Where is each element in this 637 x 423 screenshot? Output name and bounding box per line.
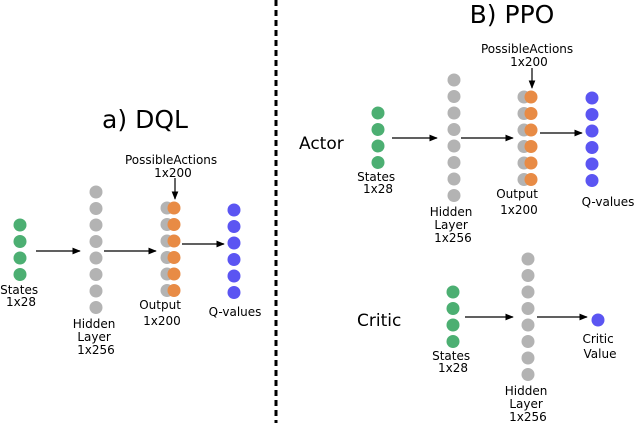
hidden-node (447, 90, 461, 103)
state-node (446, 318, 460, 332)
dql-qvalues-label: Q-values (209, 305, 262, 319)
actor-hidden-label: Hidden Layer 1x256 (430, 205, 476, 245)
state-node (446, 335, 460, 348)
actor-output-label: Output 1x200 (496, 187, 542, 217)
hidden-node (521, 368, 535, 381)
actor-qvalues-column (585, 91, 599, 187)
hidden-node (89, 218, 103, 232)
hidden-node (447, 123, 461, 136)
action-node (524, 123, 538, 137)
hidden-node (521, 351, 535, 365)
actor-states-label: States 1x28 (357, 170, 399, 196)
qvalue-node (227, 286, 241, 299)
qvalue-node (585, 174, 599, 187)
qvalue-node (227, 220, 241, 233)
critic-value-label: Critic Value (582, 332, 617, 361)
state-node (371, 156, 385, 169)
dql-possible-actions-label: PossibleActions 1x200 (125, 153, 221, 180)
hidden-node (447, 73, 461, 87)
state-node (371, 106, 385, 120)
actor-hidden-column (447, 73, 461, 202)
qvalue-node (227, 269, 241, 283)
critic-hidden-label: Hidden Layer 1x256 (505, 384, 551, 423)
dql-qvalues-column (227, 203, 241, 299)
hidden-node (89, 284, 103, 298)
hidden-node (521, 318, 535, 332)
hidden-node (89, 251, 103, 265)
hidden-node (447, 189, 461, 202)
actor-possible-actions-label: PossibleActions 1x200 (481, 42, 577, 69)
ppo-title: B) PPO (470, 0, 555, 29)
hidden-node (89, 185, 103, 199)
hidden-node (447, 172, 461, 186)
state-node (371, 123, 385, 136)
action-node (167, 251, 181, 264)
critic-states-label: States 1x28 (432, 349, 474, 375)
dql-states-column (13, 218, 27, 281)
critic-hidden-column (521, 252, 535, 381)
state-node (13, 268, 27, 281)
actor-qvalues-label: Q-values (582, 195, 635, 209)
state-node (446, 302, 460, 315)
critic-label: Critic (357, 311, 401, 331)
qvalue-node (227, 253, 241, 266)
actor-output-column (517, 90, 538, 186)
action-node (524, 140, 538, 153)
state-node (13, 235, 27, 248)
action-node (167, 234, 181, 248)
dql-states-label: States 1x28 (0, 283, 42, 309)
hidden-node (89, 235, 103, 248)
hidden-node (521, 285, 535, 299)
action-node (524, 90, 538, 104)
hidden-node (89, 301, 103, 314)
action-node (524, 107, 538, 120)
action-node (167, 284, 181, 297)
dql-hidden-label: Hidden Layer 1x256 (73, 317, 119, 357)
qvalue-node (585, 124, 599, 138)
hidden-node (89, 202, 103, 215)
action-node (167, 201, 181, 215)
qvalue-node (227, 203, 241, 217)
action-node (167, 218, 181, 231)
critic-value-circle (591, 313, 605, 327)
action-node (167, 267, 181, 281)
hidden-node (521, 252, 535, 266)
hidden-node (521, 302, 535, 315)
state-node (371, 139, 385, 153)
action-node (524, 156, 538, 170)
state-node (13, 251, 27, 265)
qvalue-node (227, 236, 241, 250)
dql-output-column (160, 201, 181, 297)
hidden-node (447, 139, 461, 153)
action-node (524, 173, 538, 186)
critic-value-node (591, 313, 605, 327)
state-node (446, 285, 460, 299)
actor-label: Actor (299, 134, 344, 154)
dql-title: a) DQL (102, 105, 188, 134)
critic-states-column (446, 285, 460, 348)
qvalue-node (585, 108, 599, 121)
qvalue-node (585, 91, 599, 105)
actor-states-column (371, 106, 385, 169)
hidden-node (447, 156, 461, 169)
qvalue-node (585, 157, 599, 171)
hidden-node (521, 269, 535, 282)
dql-hidden-column (89, 185, 103, 314)
hidden-node (89, 268, 103, 281)
state-node (13, 218, 27, 232)
dql-output-label: Output 1x200 (139, 298, 185, 328)
qvalue-node (585, 141, 599, 154)
hidden-node (447, 106, 461, 120)
hidden-node (521, 335, 535, 348)
